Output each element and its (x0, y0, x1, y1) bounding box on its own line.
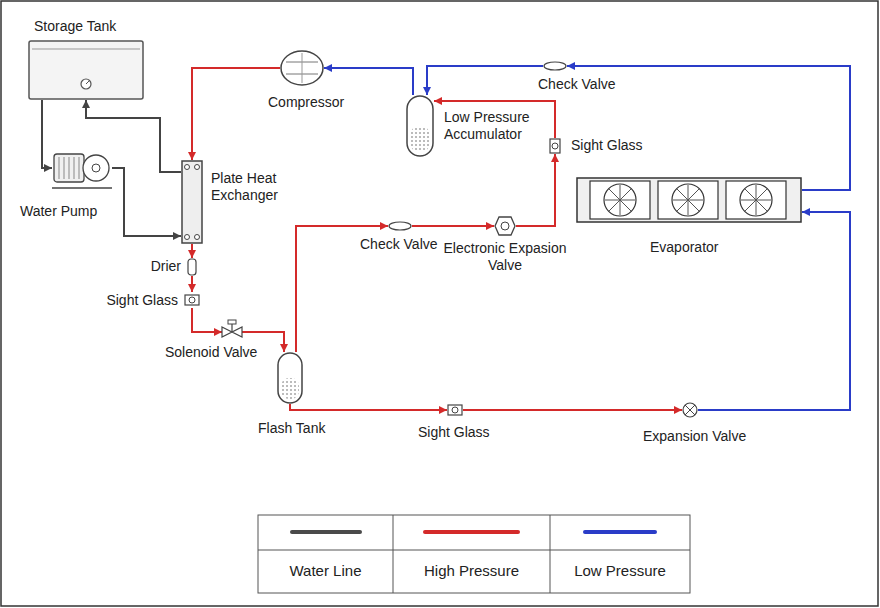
sight-glass-symbol (547, 138, 563, 154)
component-label: Electronic Expasion Valve (435, 240, 575, 274)
water-pipe (112, 168, 181, 236)
plate-heat-exchanger-symbol (181, 160, 203, 244)
sight-glass: Sight Glass (447, 402, 463, 418)
sight-glass-symbol (184, 292, 200, 308)
check-valve-symbol (543, 60, 567, 72)
legend-sample (425, 530, 518, 534)
refrigerant-pipe (290, 404, 447, 410)
drier: Drier (187, 258, 197, 276)
check-valve: Check Valve (388, 220, 412, 232)
compressor: Compressor (280, 50, 324, 86)
legend-table (258, 515, 690, 593)
water-pump: Water Pump (52, 146, 112, 190)
electronic-expansion-valve: Electronic Expasion Valve (494, 216, 516, 236)
solenoid-valve-symbol (222, 320, 242, 344)
expansion-valve: Expansion Valve (682, 402, 698, 418)
sight-glass: Sight Glass (184, 292, 200, 308)
component-label: Evaporator (650, 239, 718, 256)
accumulator-symbol (406, 95, 434, 157)
sight-glass-symbol (447, 402, 463, 418)
component-label: Storage Tank (34, 18, 116, 35)
component-label: Low Pressure Accumulator (444, 109, 544, 143)
component-label: Expansion Valve (643, 428, 746, 445)
legend-sample (585, 530, 655, 534)
drier-symbol (187, 258, 197, 276)
component-label: Solenoid Valve (165, 344, 257, 361)
sight-glass: Sight Glass (547, 138, 563, 154)
water-pipe (42, 100, 52, 168)
evaporator-symbol (576, 177, 802, 223)
plate-heat-exchanger: Plate Heat Exchanger (181, 160, 203, 244)
component-label: Plate Heat Exchanger (211, 170, 291, 204)
refrigerant-pipe (192, 308, 222, 332)
refrigerant-pipe (324, 68, 413, 95)
refrigerant-pipe (516, 154, 555, 226)
legend-text: Water Line (258, 562, 393, 580)
flash-tank-symbol (277, 352, 303, 404)
expansion-valve-symbol (682, 402, 698, 418)
component-label: Flash Tank (258, 420, 325, 437)
refrigerant-pipe (427, 66, 543, 95)
legend-sample (292, 530, 360, 534)
legend-text: Low Pressure (550, 562, 690, 580)
component-label: Check Valve (538, 76, 616, 93)
accumulator: Low Pressure Accumulator (406, 95, 434, 157)
component-label: Drier (141, 258, 181, 275)
evaporator: Evaporator (576, 177, 802, 223)
component-label: Sight Glass (88, 292, 178, 309)
compressor-symbol (280, 50, 324, 86)
component-label: Water Pump (20, 203, 97, 220)
refrigerant-pipe (698, 212, 850, 410)
storage-tank: Storage Tank (28, 40, 144, 100)
check-valve: Check Valve (543, 60, 567, 72)
refrigerant-pipe (191, 276, 193, 292)
solenoid-valve: Solenoid Valve (222, 320, 242, 344)
component-label: Compressor (268, 94, 344, 111)
refrigerant-pipe (463, 409, 682, 411)
check-valve-symbol (388, 220, 412, 232)
storage-tank-symbol (28, 40, 144, 100)
refrigerant-pipe (412, 225, 494, 227)
component-label: Check Valve (360, 236, 438, 253)
refrigerant-pipe (191, 244, 193, 258)
component-label: Sight Glass (571, 137, 643, 154)
refrigerant-pipe (192, 68, 280, 160)
component-label: Sight Glass (418, 424, 490, 441)
legend-text: High Pressure (393, 562, 550, 580)
water-pump-symbol (52, 146, 112, 190)
electronic-expansion-valve-symbol (494, 216, 516, 236)
flash-tank: Flash Tank (277, 352, 303, 404)
